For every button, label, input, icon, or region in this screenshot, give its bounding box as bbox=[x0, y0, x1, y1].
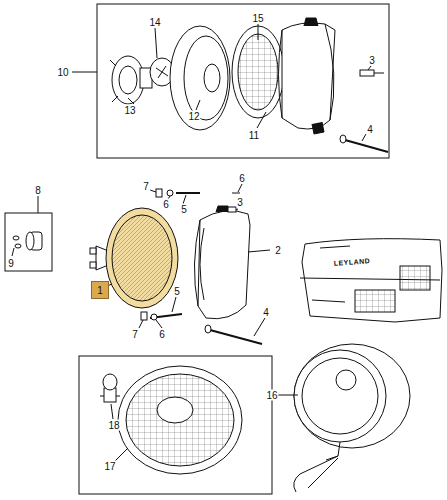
bulb bbox=[100, 374, 120, 402]
bulb bbox=[140, 58, 174, 88]
callout-number: 13 bbox=[123, 105, 136, 116]
callout-number: 7 bbox=[131, 329, 139, 340]
callout-number: 7 bbox=[142, 181, 150, 192]
callout-number: 4 bbox=[366, 124, 374, 135]
group-frame bbox=[79, 356, 272, 494]
lamp-lens bbox=[118, 366, 242, 474]
housing bbox=[279, 18, 336, 134]
callout-number: 16 bbox=[265, 390, 278, 401]
sealed-beam-unit bbox=[90, 208, 178, 308]
callout-number: 5 bbox=[180, 204, 188, 215]
callout-number: 3 bbox=[236, 197, 244, 208]
screw bbox=[360, 70, 384, 76]
callout-number: 17 bbox=[103, 461, 116, 472]
callout-box: 1 bbox=[91, 281, 109, 299]
work-lamp bbox=[294, 344, 410, 492]
bolt bbox=[205, 325, 262, 344]
callout-number: 3 bbox=[368, 55, 376, 66]
callout-number: 6 bbox=[158, 329, 166, 340]
callout-number: 11 bbox=[248, 130, 260, 141]
callout-number: 5 bbox=[173, 286, 181, 297]
callout-number: 1 bbox=[97, 285, 103, 296]
bulb-holder bbox=[110, 56, 144, 104]
callout-number: 8 bbox=[34, 185, 42, 196]
tractor-front bbox=[300, 239, 442, 322]
group-frame bbox=[5, 213, 52, 271]
callout-number: 10 bbox=[56, 67, 69, 78]
callout-number: 6 bbox=[162, 199, 170, 210]
callout-number: 4 bbox=[262, 307, 270, 318]
callout-number: 9 bbox=[7, 258, 15, 269]
callout-number: 6 bbox=[238, 173, 246, 184]
callout-number: 12 bbox=[187, 111, 200, 122]
headlamp-housing bbox=[194, 206, 250, 319]
screw bbox=[228, 207, 236, 212]
callout-number: 14 bbox=[148, 17, 161, 28]
callout-number: 18 bbox=[107, 420, 120, 431]
bulb bbox=[13, 232, 42, 250]
adjuster-screws bbox=[141, 189, 240, 320]
reflector bbox=[170, 26, 230, 130]
group-frame bbox=[97, 4, 389, 158]
callout-number: 15 bbox=[251, 13, 264, 24]
callout-number: 2 bbox=[274, 245, 282, 256]
